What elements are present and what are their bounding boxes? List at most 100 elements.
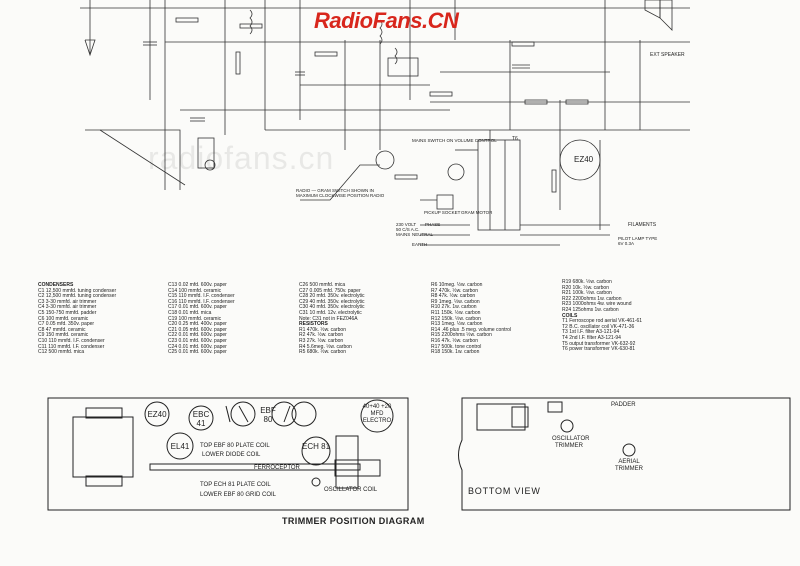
list-item: R16 47k. ½w. carbon: [431, 337, 478, 344]
radio-gram-switch-label: RADIO — GRAM SWITCH SHOWN IN MAXIMUM CLO…: [296, 188, 385, 199]
list-item: C23 0.01 mfd. 600v. paper: [168, 337, 227, 344]
list-item: R20 10k. ½w. carbon: [562, 284, 609, 291]
list-item: C26 500 mmfd. mica: [299, 282, 346, 288]
list-item: C11 110 mmfd. I.F. condenser: [38, 343, 105, 350]
list-item: T6 power transformer VK-630-81: [562, 346, 636, 353]
list-item: Note: C31 not in FEZ046A: [299, 315, 358, 322]
filaments-label: FILAMENTS: [628, 222, 657, 228]
list-item: T4 2nd I.F. filter A3-121-94: [562, 334, 621, 341]
list-item: C13 0.02 mfd. 600v. paper: [168, 282, 227, 288]
list-item: C19 100 mmfd. ceramic: [168, 315, 222, 322]
lower-diode-coil-label: LOWER DIODE COIL: [202, 452, 261, 458]
t6-label: T6: [512, 136, 518, 142]
list-item: R8 47k. ½w. carbon: [431, 293, 476, 300]
trimmer-diagram-caption: TRIMMER POSITION DIAGRAM: [282, 516, 425, 526]
list-item: C31 10 mfd. 12v. electrolytic: [299, 309, 362, 316]
list-header: CONDENSERS: [38, 282, 74, 288]
list-item: R12 150k. ½w. carbon: [431, 315, 481, 322]
mains-switch-label: MAINS SWITCH ON VOLUME CONTROL: [412, 138, 497, 143]
list-item: T2 B.C. oscillator coil VK-471-36: [562, 323, 635, 330]
ext-speaker-label: EXT SPEAKER: [650, 52, 685, 58]
list-item: C6 100 mmfd. ceramic: [38, 315, 89, 322]
list-item: R4 5.6meg. ½w. carbon: [299, 343, 352, 350]
list-header: RESISTORS: [299, 321, 328, 328]
brand-watermark: RadioFans.CN: [314, 8, 459, 33]
list-item: R3 27k. ½w. carbon: [299, 337, 344, 344]
list-item: C7 0.05 mfd. 350v. paper: [38, 321, 95, 328]
padder-label: PADDER: [611, 402, 636, 408]
list-item: C17 0.01 mfd. 600v. paper: [168, 304, 227, 311]
lower-ebf80-grid-coil-label: LOWER EBF 80 GRID COIL: [200, 492, 277, 498]
bottom-view-title: BOTTOM VIEW: [468, 486, 541, 496]
list-item: C20 0.25 mfd. 400v. paper: [168, 321, 227, 328]
list-item: C30 40 mfd. 350v. electrolytic: [299, 304, 365, 311]
list-item: C12 500 mmfd. mica: [38, 349, 85, 356]
pilot-lamp-label: PILOT LAMP TYPE 6V 0.3A: [618, 236, 658, 246]
aerial-trimmer-label: AERIAL TRIMMER: [615, 459, 643, 472]
electrolytic-label: 40+40 +20 MFD ELECTRO: [362, 404, 392, 424]
list-item: R18 150k. 1w. carbon: [431, 349, 480, 356]
list-item: C22 0.01 mfd. 600v. paper: [168, 332, 227, 339]
top-ech81-plate-coil-label: TOP ECH 81 PLATE COIL: [200, 482, 271, 488]
list-item: C18 0.01 mfd. mica: [168, 309, 212, 316]
list-item: R19 680k. ½w. carbon: [562, 279, 612, 285]
list-item: C21 0.05 mfd. 600v. paper: [168, 326, 227, 333]
list-item: C9 150 mmfd. ceramic: [38, 332, 89, 339]
phase-label: PHASE: [425, 222, 441, 227]
list-item: R24 125ohms 1w. carbon: [562, 306, 619, 313]
list-item: R5 680k. ½w. carbon: [299, 349, 346, 356]
list-item: T5 output transformer VK-632-92: [562, 340, 636, 347]
list-item: C25 0.01 mfd. 600v. paper: [168, 349, 227, 356]
list-item: C27 0.005 mfd. 750v. paper: [299, 287, 361, 294]
list-header: COILS: [562, 312, 578, 319]
rectifier-label: EZ40: [574, 155, 594, 164]
list-item: R14 .46 plus .5 meg. volume control: [431, 326, 512, 333]
list-item: R23 1000ohms 4w. wire wound: [562, 301, 632, 308]
list-item: T3 1st I.F. filter A3-121-94: [562, 329, 620, 336]
mains-label: 230 VOLT 50 C/S A.C. MAINS: [396, 222, 420, 237]
list-item: C5 150-750 mmfd. padder: [38, 309, 97, 316]
list-item: R2 47k. ½w. carbon: [299, 332, 344, 339]
list-item: R21 100k. ½w. carbon: [562, 290, 612, 297]
tube-ez40: EZ40: [147, 410, 167, 419]
list-item: C28 20 mfd. 350v. electrolytic: [299, 293, 365, 300]
list-item: C2 12,500 mmfd. tuning condenser: [38, 293, 117, 300]
tube-ech81: ECH 81: [302, 442, 331, 451]
tube-ebc41: EBC 41: [192, 410, 210, 428]
list-item: C1 12,500 mmfd. tuning condenser: [38, 287, 117, 294]
pickup-label: PICKUP SOCKET: [424, 210, 461, 215]
oscillator-coil-label: OSCILLATOR COIL: [324, 487, 378, 493]
top-ebf80-plate-coil-label: TOP EBF 80 PLATE COIL: [200, 443, 270, 449]
list-item: R6 10meg. ½w. carbon: [431, 282, 483, 288]
list-item: R1 470k. ½w. carbon: [299, 326, 346, 333]
oscillator-trimmer-label: OSCILLATOR TRIMMER: [552, 436, 590, 449]
tube-ebf80: EBF 80: [260, 406, 276, 424]
neutral-label: NEUTRAL: [412, 232, 434, 237]
parts-list-resistors-1: R6 10meg. ½w. carbon R7 470k. ½w. carbon…: [431, 282, 512, 356]
list-item: C3 3-30 mmfd. air trimmer: [38, 298, 97, 305]
gram-motor-label: GRAM MOTOR: [461, 210, 493, 215]
list-item: R15 2200ohms ½w. carbon: [431, 332, 492, 339]
faint-watermark: radiofans.cn: [148, 140, 335, 176]
list-item: C10 110 mmfd. I.F. condenser: [38, 337, 105, 344]
earth-label: EARTH: [412, 242, 428, 247]
list-item: R17 500k. tone control: [431, 343, 482, 350]
list-item: R7 470k. ½w. carbon: [431, 287, 478, 294]
list-item: R10 27k. 1w. carbon: [431, 304, 477, 311]
list-item: R13 1meg. ½w. carbon: [431, 321, 483, 328]
parts-list-condensers-2: C13 0.02 mfd. 600v. paper C14 100 mmfd. …: [168, 282, 235, 356]
parts-list-resistors-coils: R19 680k. ½w. carbon R20 10k. ½w. carbon…: [562, 279, 643, 353]
list-item: R9 1meg. ½w. carbon: [431, 298, 480, 305]
list-item: C15 110 mmfd. I.F. condenser: [168, 293, 235, 300]
list-item: C8 47 mmfd. ceramic: [38, 326, 86, 333]
list-item: C16 110 mmfd. I.F. condenser: [168, 298, 235, 305]
parts-list-condensers-resistors: C26 500 mmfd. mica C27 0.005 mfd. 750v. …: [299, 282, 365, 356]
list-item: C24 0.01 mfd. 600v. paper: [168, 343, 227, 350]
list-item: R22 2200ohms 1w. carbon: [562, 295, 622, 302]
list-item: T1 Ferroscope rod aerial VK-461-61: [562, 318, 643, 325]
list-item: C29 40 mfd. 350v. electrolytic: [299, 298, 365, 305]
list-item: R11 150k. ½w. carbon: [431, 309, 481, 316]
list-item: C14 100 mmfd. ceramic: [168, 287, 222, 294]
